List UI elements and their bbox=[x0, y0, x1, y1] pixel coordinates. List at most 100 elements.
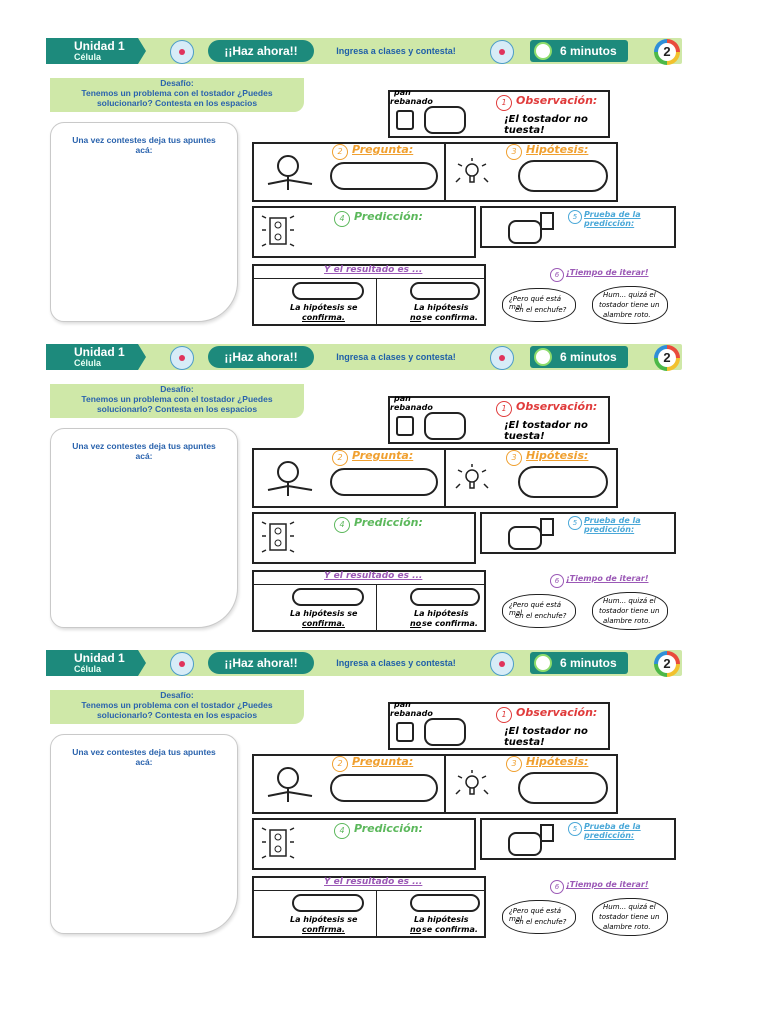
outlet-icon bbox=[261, 215, 295, 247]
no-confirm-word: se confirma. bbox=[422, 619, 478, 628]
confirm-word: confirma. bbox=[302, 313, 345, 322]
unit-title: Unidad 1 bbox=[74, 651, 125, 665]
unit-topic: Célula bbox=[74, 358, 102, 368]
observation-text: ¡El tostador no tuesta! bbox=[504, 726, 588, 748]
result-panel: Y el resultado es ... La hipótesis se co… bbox=[252, 876, 486, 938]
no-confirm-answer-field[interactable] bbox=[410, 282, 480, 300]
timer-box: 6 minutos bbox=[530, 652, 628, 674]
step-number: 4 bbox=[334, 517, 350, 533]
observation-text: ¡El tostador no tuesta! bbox=[504, 114, 588, 136]
test-prediction-label: Prueba de la predicción: bbox=[584, 210, 641, 228]
question-answer-field[interactable] bbox=[330, 774, 438, 802]
question-label: Pregunta: bbox=[352, 449, 414, 462]
hypothesis-label: Hipótesis: bbox=[526, 755, 589, 768]
no-word: no bbox=[410, 619, 422, 628]
step-number: 4 bbox=[334, 823, 350, 839]
challenge-line-2: solucionarlo? Contesta en los espacios bbox=[96, 710, 258, 720]
step-number: 1 bbox=[496, 95, 512, 111]
hypothesis-panel: 3 Hipótesis: bbox=[444, 142, 618, 202]
lightbulb-icon bbox=[455, 464, 489, 489]
bread-label: pan bbox=[394, 700, 411, 709]
challenge-title: Desafío: bbox=[160, 78, 194, 88]
thought-bubble: Hum... quizá el tostador tiene un alambr… bbox=[592, 286, 668, 324]
challenge-box: Desafío: Tenemos un problema con el tost… bbox=[50, 384, 304, 418]
lightbulb-icon bbox=[455, 770, 489, 795]
no-confirm-answer-field[interactable] bbox=[410, 894, 480, 912]
notes-box[interactable]: Una vez contestes deja tus apuntes acá: bbox=[50, 428, 238, 628]
challenge-line-2: solucionarlo? Contesta en los espacios bbox=[96, 404, 258, 414]
question-answer-field[interactable] bbox=[330, 162, 438, 190]
hypothesis-answer-field[interactable] bbox=[518, 466, 608, 498]
unit-topic: Célula bbox=[74, 52, 102, 62]
prediction-label: Predicción: bbox=[354, 210, 423, 223]
iterate-answer-line-3: alambre roto. bbox=[603, 923, 651, 931]
step-number: 5 bbox=[568, 822, 582, 836]
timer-text: 6 minutos bbox=[560, 656, 617, 670]
confirm-answer-field[interactable] bbox=[292, 282, 364, 300]
confirm-answer-field[interactable] bbox=[292, 894, 364, 912]
thought-bubble: Hum... quizá el tostador tiene un alambr… bbox=[592, 898, 668, 936]
observation-label: Observación: bbox=[516, 706, 598, 719]
iterate-answer-line-1: Hum... quizá el bbox=[603, 597, 656, 605]
observation-label: Observación: bbox=[516, 94, 598, 107]
observation-panel: pan rebanado 1 Observación: ¡El tostador… bbox=[388, 88, 610, 138]
outlet-icon bbox=[261, 827, 295, 859]
hypothesis-answer-field[interactable] bbox=[518, 160, 608, 192]
badge-number: 2 bbox=[658, 349, 676, 367]
step-number: 2 bbox=[332, 144, 348, 160]
hypothesis-answer-field[interactable] bbox=[518, 772, 608, 804]
notes-box[interactable]: Una vez contestes deja tus apuntes acá: bbox=[50, 734, 238, 934]
observation-text: ¡El tostador no tuesta! bbox=[504, 420, 588, 442]
question-answer-field[interactable] bbox=[330, 468, 438, 496]
thought-bubble: ¿Pero qué está mal en el enchufe? bbox=[502, 900, 576, 934]
iterate-answer-line-3: alambre roto. bbox=[603, 311, 651, 319]
iterate-question-line-2: en el enchufe? bbox=[515, 612, 567, 620]
step-number: 3 bbox=[506, 756, 522, 772]
do-now-label: ¡¡Haz ahora!! bbox=[208, 40, 314, 62]
iterate-answer-line-2: tostador tiene un bbox=[599, 301, 660, 309]
notes-line-2: acá: bbox=[135, 757, 153, 767]
plug-icon bbox=[396, 722, 414, 742]
notes-box[interactable]: Una vez contestes deja tus apuntes acá: bbox=[50, 122, 238, 322]
do-now-label: ¡¡Haz ahora!! bbox=[208, 346, 314, 368]
notes-line-2: acá: bbox=[135, 451, 153, 461]
iterate-label: ¡Tiempo de iterar! bbox=[566, 268, 649, 277]
plug-icon bbox=[540, 212, 554, 230]
hypothesis-panel: 3 Hipótesis: bbox=[444, 754, 618, 814]
iterate-answer-line-1: Hum... quizá el bbox=[603, 291, 656, 299]
mascot-icon bbox=[490, 40, 514, 64]
step-number: 3 bbox=[506, 450, 522, 466]
test-prediction-panel: 5 Prueba de la predicción: bbox=[480, 818, 676, 860]
worksheet-panel-3: Unidad 1 Célula ¡¡Haz ahora!! Ingresa a … bbox=[46, 648, 682, 938]
test-prediction-panel: 5 Prueba de la predicción: bbox=[480, 206, 676, 248]
header-bar: Unidad 1 Célula ¡¡Haz ahora!! Ingresa a … bbox=[46, 650, 682, 677]
notes-line-2: acá: bbox=[135, 145, 153, 155]
observation-label: Observación: bbox=[516, 400, 598, 413]
number-badge-icon: 2 bbox=[654, 345, 680, 371]
sliced-label: rebanado bbox=[390, 97, 433, 106]
no-confirm-word: se confirma. bbox=[422, 313, 478, 322]
step-number: 2 bbox=[332, 450, 348, 466]
do-now-label: ¡¡Haz ahora!! bbox=[208, 652, 314, 674]
confirm-answer-field[interactable] bbox=[292, 588, 364, 606]
result-panel: Y el resultado es ... La hipótesis se co… bbox=[252, 264, 486, 326]
iterate-answer-line-3: alambre roto. bbox=[603, 617, 651, 625]
toaster-icon bbox=[424, 718, 466, 746]
number-badge-icon: 2 bbox=[654, 651, 680, 677]
worksheet-panel-1: Unidad 1 Célula ¡¡Haz ahora!! Ingresa a … bbox=[46, 36, 682, 326]
iterate-question-line-2: en el enchufe? bbox=[515, 918, 567, 926]
bread-label: pan bbox=[394, 394, 411, 403]
observation-panel: pan rebanado 1 Observación: ¡El tostador… bbox=[388, 394, 610, 444]
challenge-line-1: Tenemos un problema con el tostador ¿Pue… bbox=[81, 394, 273, 404]
confirm-text: La hipótesis se bbox=[290, 915, 358, 924]
result-title: Y el resultado es ... bbox=[324, 571, 423, 581]
thought-bubble: Hum... quizá el tostador tiene un alambr… bbox=[592, 592, 668, 630]
result-panel: Y el resultado es ... La hipótesis se co… bbox=[252, 570, 486, 632]
instruction-text: Ingresa a clases y contesta! bbox=[336, 658, 456, 668]
hypothesis-panel: 3 Hipótesis: bbox=[444, 448, 618, 508]
iterate-answer-line-2: tostador tiene un bbox=[599, 607, 660, 615]
worksheet-panel-2: Unidad 1 Célula ¡¡Haz ahora!! Ingresa a … bbox=[46, 342, 682, 632]
plug-icon bbox=[396, 110, 414, 130]
notes-line-1: Una vez contestes deja tus apuntes bbox=[72, 441, 216, 451]
no-confirm-answer-field[interactable] bbox=[410, 588, 480, 606]
